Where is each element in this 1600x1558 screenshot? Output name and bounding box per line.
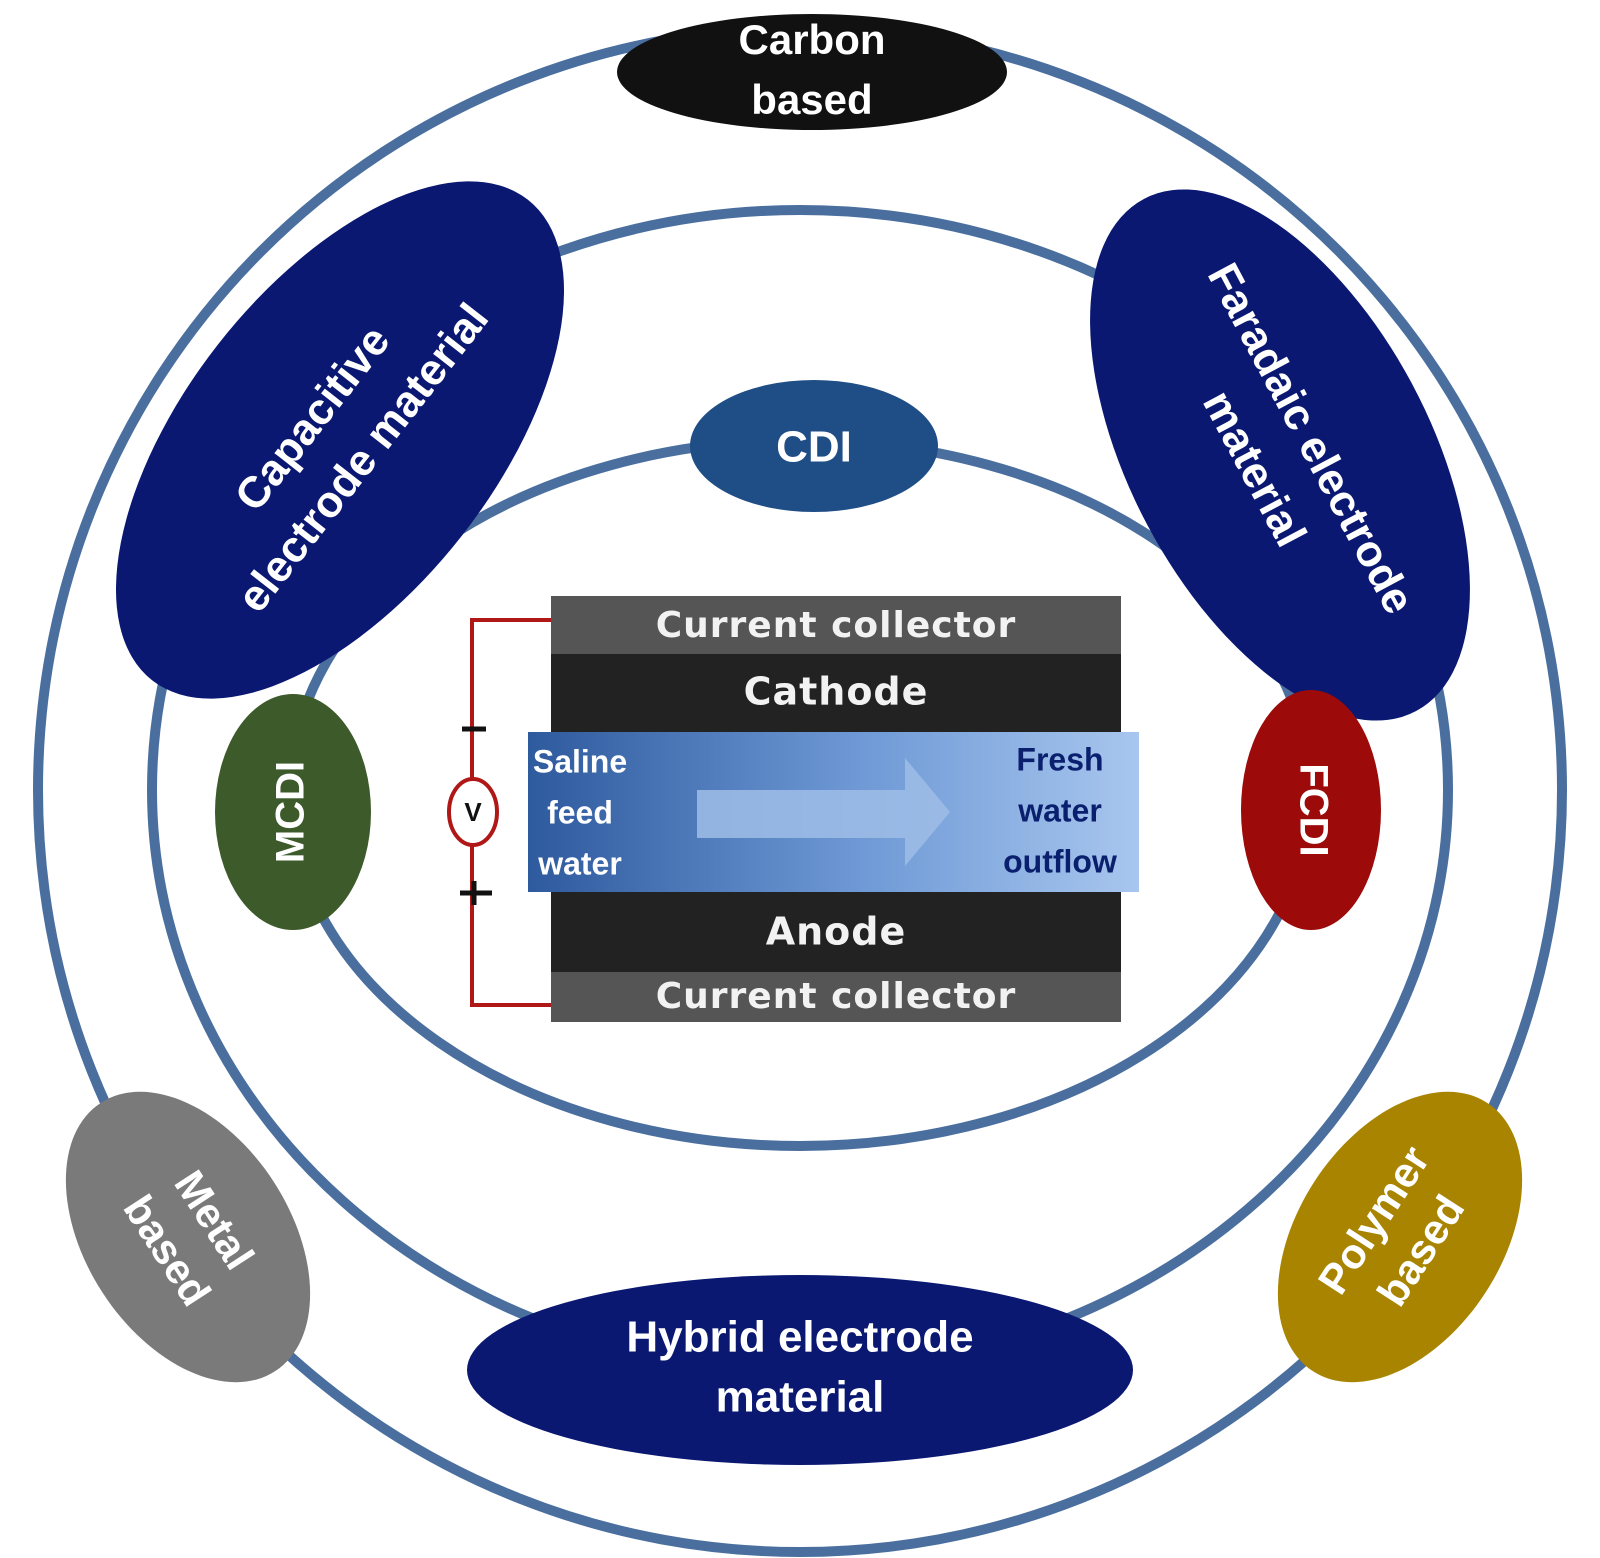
hybrid-label-line2: material [716,1373,885,1422]
polymer-based-node: Polymer based [1277,1091,1523,1383]
cdi-node: CDI [690,380,938,512]
outflow-label-line3: outflow [1003,843,1117,879]
terminal-plus [460,881,492,905]
carbon-label-line2: based [751,76,872,123]
top-current-collector [551,596,1121,654]
flow-arrow [697,758,950,866]
mcdi-node: MCDI [215,694,371,930]
metal-based-node: Metal based [65,1091,311,1383]
mcdi-label: MCDI [269,761,313,863]
top-collector-label: Current collector [656,605,1017,646]
voltmeter-label: V [464,797,482,827]
anode-label: Anode [766,910,907,954]
outflow-label-line1: Fresh [1016,741,1103,777]
inflow-label-line1: Saline [533,743,627,779]
bottom-collector-label: Current collector [656,976,1017,1017]
hybrid-electrode-node: Hybrid electrode material [467,1275,1133,1465]
inflow-label-line3: water [537,845,622,881]
outflow-label-line2: water [1017,792,1102,828]
carbon-based-node: Carbon based [617,14,1007,130]
faradaic-electrode-node: Faradaic electrode material [1090,189,1470,721]
inflow-label-line2: feed [547,794,613,830]
fcdi-label: FCDI [1291,763,1335,856]
hybrid-label-line1: Hybrid electrode [626,1313,973,1362]
fcdi-node: FCDI [1241,690,1381,930]
cdi-cell: V Current collector Cathode Saline feed … [447,596,1139,1022]
cdi-label: CDI [776,423,852,472]
anode-layer [551,892,1121,972]
cathode-layer [551,654,1121,732]
voltmeter: V [447,777,499,847]
bottom-current-collector [551,972,1121,1022]
cathode-label: Cathode [744,670,929,714]
carbon-label-line1: Carbon [739,16,886,63]
